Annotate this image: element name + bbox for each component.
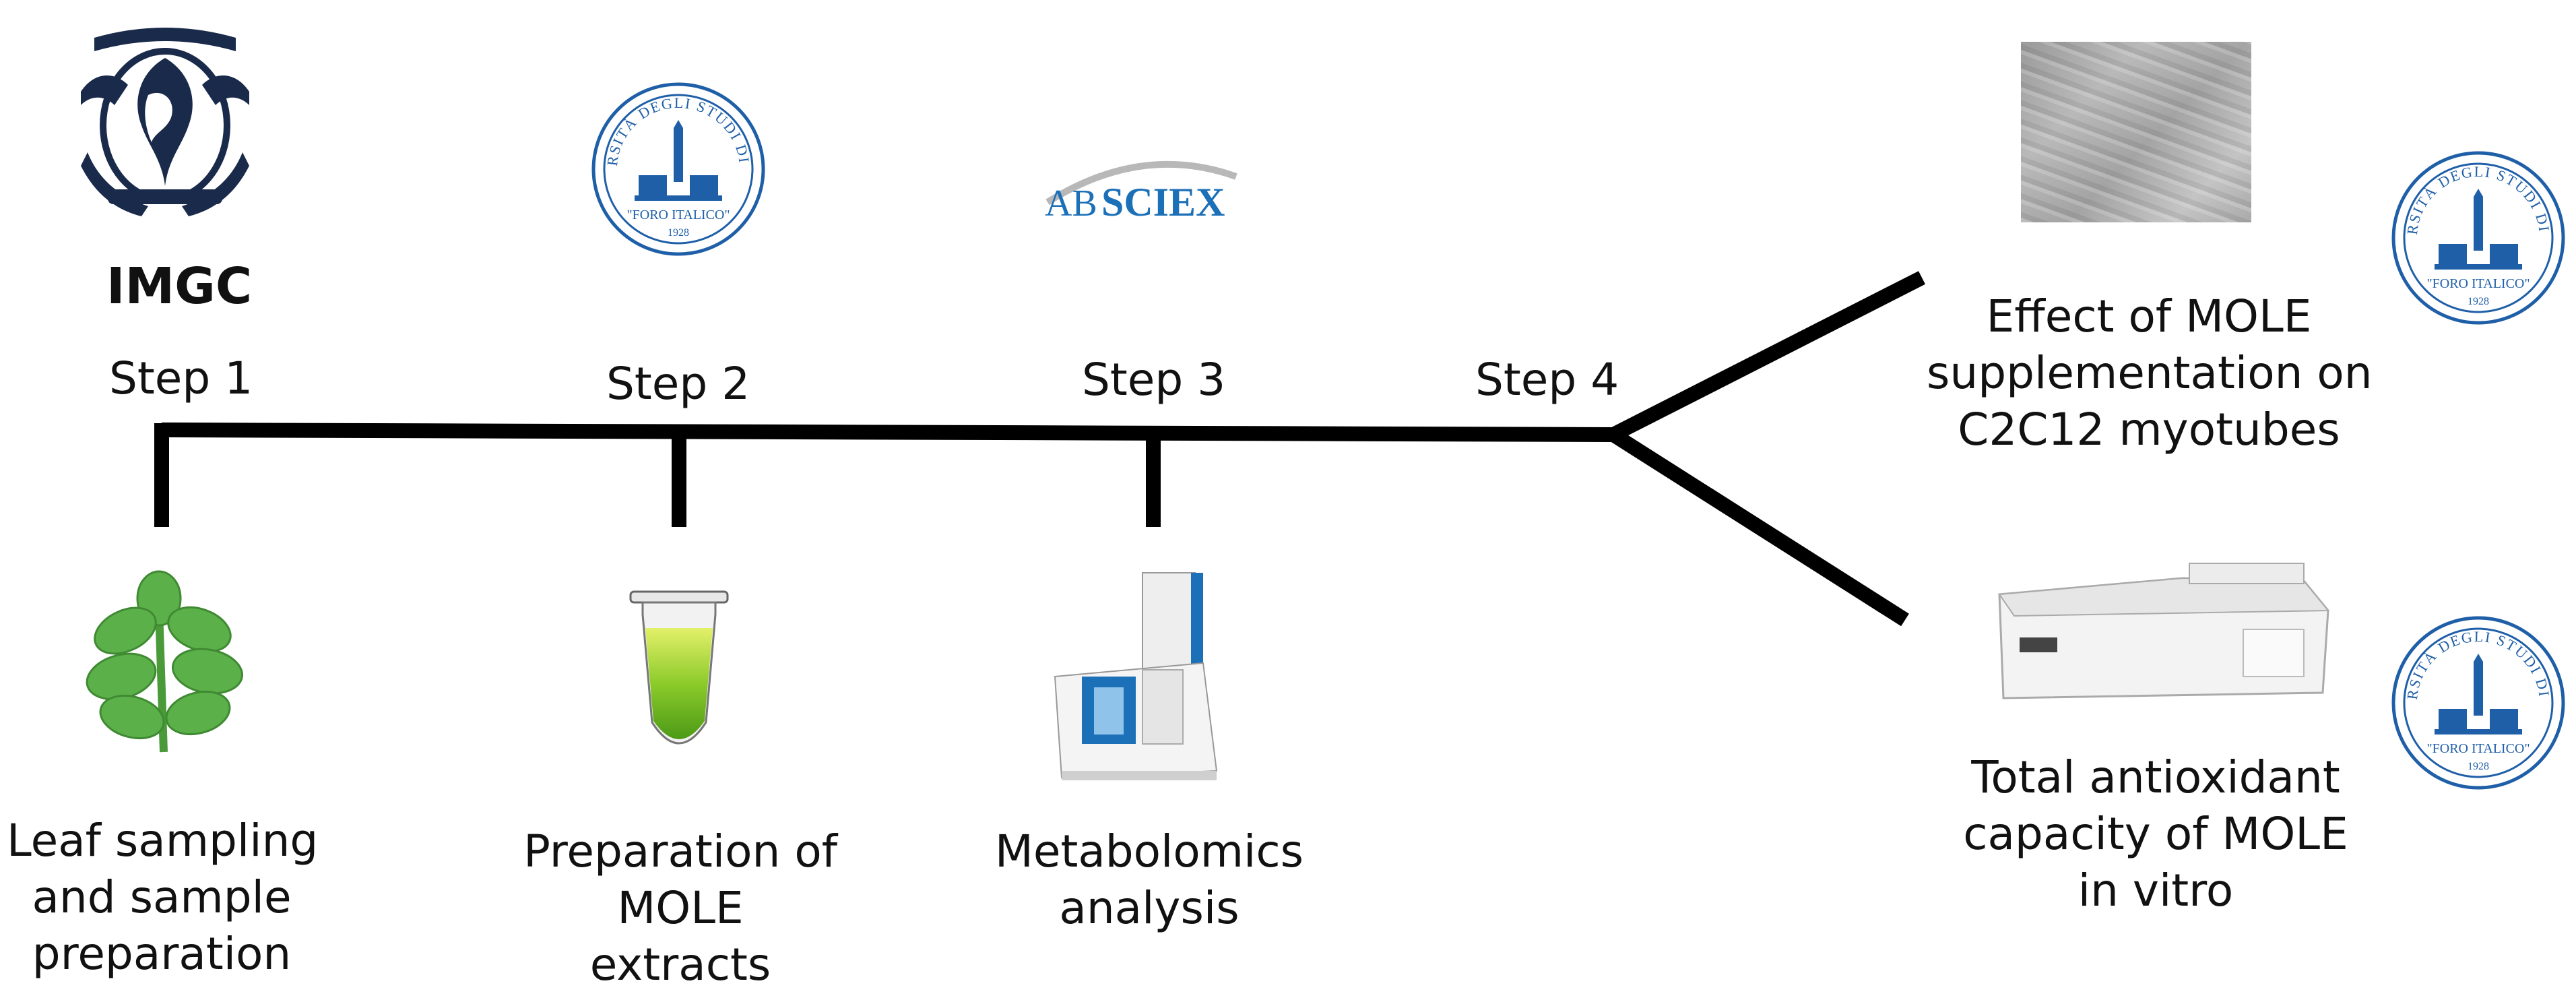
step-2-caption-line: Preparation of: [523, 825, 837, 877]
myotubes-microscopy-image: [2021, 42, 2251, 222]
svg-text:1928: 1928: [2468, 296, 2489, 307]
absciex-logo: AB SCIEX: [1045, 160, 1237, 224]
step-1-caption-line: Leaf sampling: [7, 815, 319, 867]
step-2-label: Step 2: [606, 358, 750, 410]
branch-upper-line: [1610, 271, 1925, 441]
leaf-icon: [86, 570, 244, 753]
mass-spectrometer-icon: [1054, 572, 1218, 780]
step-1-caption-line: and sample: [32, 871, 292, 923]
step-4-label: Step 4: [1475, 354, 1619, 406]
timeline-main-line: [161, 423, 1614, 442]
imgc-label: IMGC: [106, 257, 253, 315]
branch-lower-caption: Total antioxidant capacity of MOLE in vi…: [1940, 749, 2371, 919]
step-3-label: Step 3: [1082, 354, 1226, 406]
step-1-label: Step 1: [109, 352, 253, 404]
svg-text:1928: 1928: [2468, 761, 2489, 772]
test-tube-icon: [629, 590, 729, 745]
foro-italico-seal-logo-lower-right: UNIVERSITÀ DEGLI STUDI DI ROMA "FORO ITA…: [2390, 615, 2565, 790]
step-1-caption-line: preparation: [32, 928, 292, 980]
branch-lower-line: [1609, 428, 1909, 627]
foro-italico-seal-logo: UNIVERSITÀ DEGLI STUDI DI ROMA "FORO ITA…: [590, 81, 765, 256]
svg-text:"FORO ITALICO": "FORO ITALICO": [2426, 741, 2530, 756]
branch-upper-caption-line: Effect of MOLE: [1986, 290, 2312, 342]
spectrophotometer-icon: [1998, 563, 2330, 699]
step-3-caption-line: analysis: [1059, 882, 1239, 934]
branch-lower-caption-line: capacity of MOLE: [1963, 808, 2348, 860]
step-3-caption: Metabolomics analysis: [994, 823, 1304, 937]
branch-upper-caption: Effect of MOLE supplementation on C2C12 …: [1927, 288, 2373, 458]
branch-upper-caption-line: C2C12 myotubes: [1958, 404, 2340, 456]
step-3-caption-line: Metabolomics: [994, 825, 1304, 877]
foro-italico-year: 1928: [668, 227, 689, 239]
branch-lower-caption-line: in vitro: [2078, 865, 2234, 916]
foro-italico-seal-logo-upper-right: UNIVERSITÀ DEGLI STUDI DI ROMA "FORO ITA…: [2390, 150, 2565, 325]
absciex-sciex-text: SCIEX: [1101, 180, 1225, 224]
branch-lower-caption-line: Total antioxidant: [1971, 751, 2340, 803]
absciex-ab-text: AB: [1045, 183, 1097, 224]
foro-italico-name: "FORO ITALICO": [626, 208, 730, 222]
step-2-caption-line: extracts: [589, 939, 771, 991]
unam-seal-logo: [81, 28, 249, 216]
branch-upper-caption-line: supplementation on: [1927, 347, 2373, 399]
step-2-caption-line: MOLE: [617, 882, 744, 934]
step-1-caption: Leaf sampling and sample preparation: [7, 813, 319, 982]
svg-text:"FORO ITALICO": "FORO ITALICO": [2426, 276, 2530, 291]
step-2-caption: Preparation of MOLE extracts: [512, 823, 849, 993]
